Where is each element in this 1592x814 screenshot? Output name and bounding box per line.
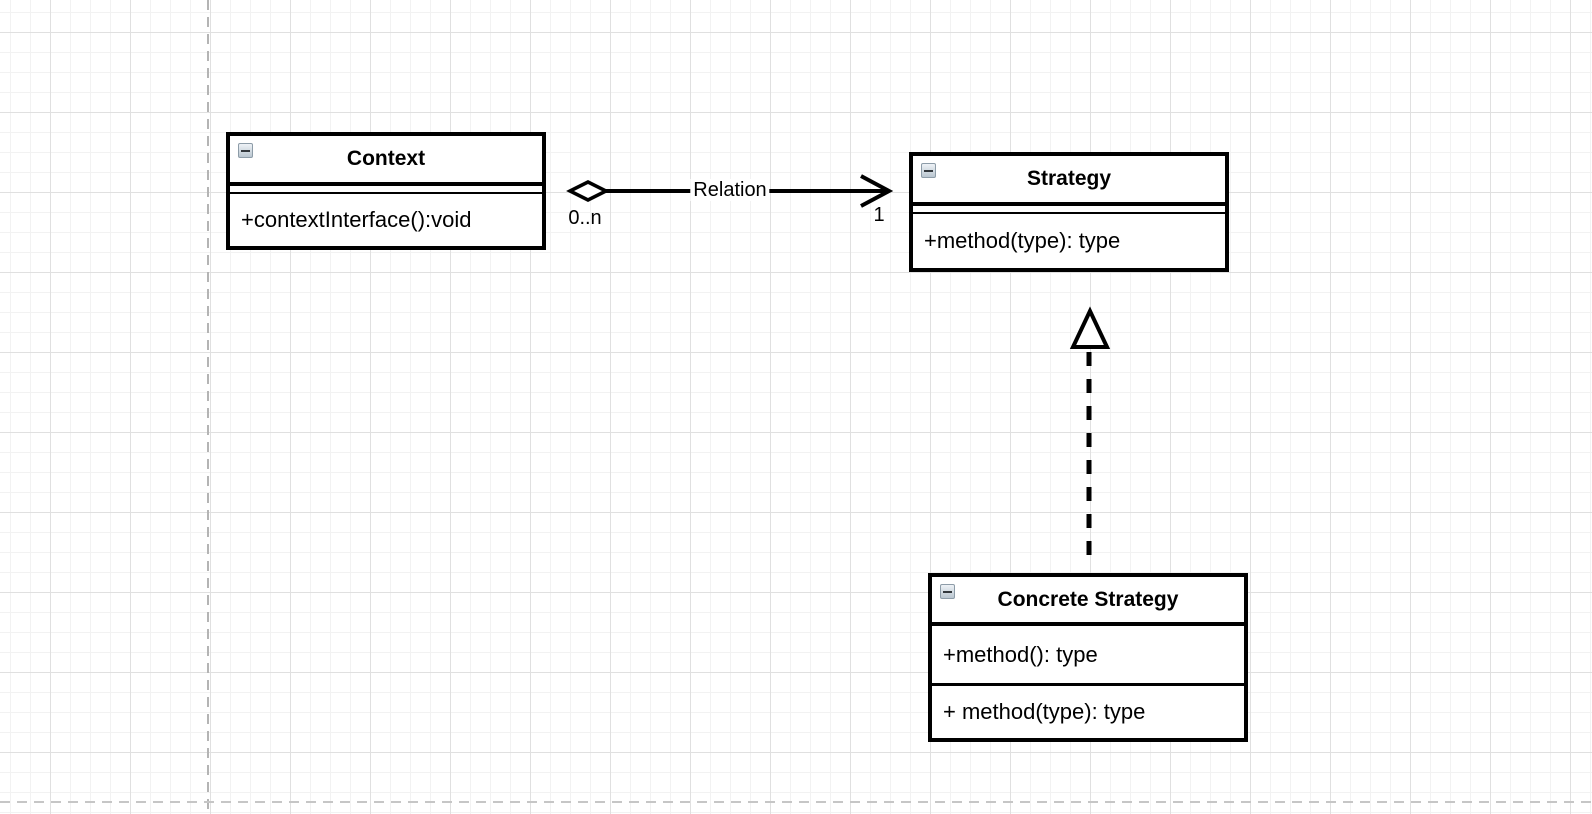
minus-glyph xyxy=(943,590,952,593)
class-title: Context xyxy=(346,147,426,170)
page-boundary-vertical xyxy=(207,0,209,814)
class-title-bar: Strategy xyxy=(913,156,1225,206)
minus-glyph xyxy=(924,169,933,172)
class-title-bar: Context xyxy=(230,136,542,186)
method-item[interactable]: +method(): type xyxy=(932,626,1244,683)
page-boundary-horizontal xyxy=(0,801,1592,803)
minus-glyph xyxy=(241,149,250,152)
class-box-concrete-strategy[interactable]: Concrete Strategy +method(): type + meth… xyxy=(928,573,1248,742)
realization-edge[interactable] xyxy=(1069,306,1111,567)
class-box-strategy[interactable]: Strategy +method(type): type xyxy=(909,152,1229,272)
collapse-minus-icon[interactable] xyxy=(238,143,253,158)
collapse-minus-icon[interactable] xyxy=(921,163,936,178)
class-box-context[interactable]: Context +contextInterface():void xyxy=(226,132,546,250)
edge-label-relation[interactable]: Relation xyxy=(690,179,770,201)
method-item[interactable]: +contextInterface():void xyxy=(230,194,542,246)
multiplicity-source[interactable]: 0..n xyxy=(568,207,602,229)
class-title-bar: Concrete Strategy xyxy=(932,577,1244,626)
open-arrow-marker xyxy=(860,174,894,208)
hollow-triangle-marker xyxy=(1069,306,1111,349)
multiplicity-target[interactable]: 1 xyxy=(873,204,885,226)
hollow-diamond-marker xyxy=(566,180,610,202)
attributes-empty-section xyxy=(230,186,542,194)
collapse-minus-icon[interactable] xyxy=(940,584,955,599)
method-item[interactable]: + method(type): type xyxy=(932,683,1244,738)
class-title: Strategy xyxy=(1026,167,1112,190)
attributes-empty-section xyxy=(913,206,1225,214)
class-title: Concrete Strategy xyxy=(997,587,1179,611)
method-item[interactable]: +method(type): type xyxy=(913,214,1225,268)
